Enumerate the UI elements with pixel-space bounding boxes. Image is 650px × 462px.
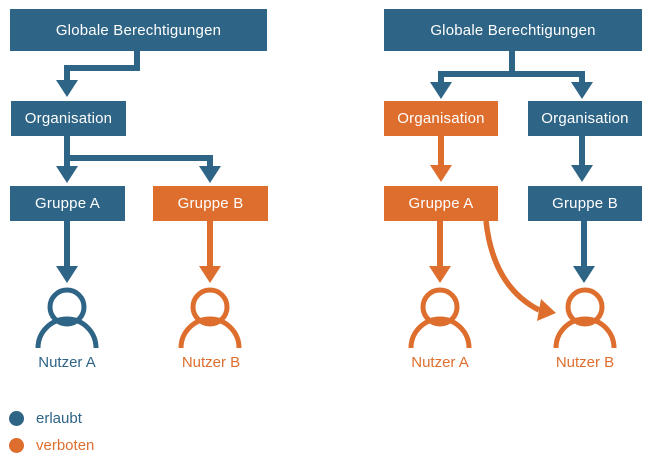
legend-allowed-label: erlaubt <box>36 410 82 427</box>
left-user-a-icon <box>35 287 99 349</box>
left-group-b-label: Gruppe B <box>177 195 244 212</box>
left-user-b-icon <box>178 287 242 349</box>
legend-item-allowed: erlaubt <box>9 410 82 427</box>
right-user-a-icon <box>408 287 472 349</box>
left-root-label: Globale Berechtigungen <box>55 21 222 39</box>
right-org-a-label: Organisation <box>397 110 485 127</box>
left-group-a-to-user-a-arrow <box>56 221 78 283</box>
right-org-a-to-group-a-arrow <box>430 136 452 182</box>
left-org-label: Organisation <box>24 110 113 127</box>
left-root-to-org-arrow <box>56 51 140 97</box>
left-group-a-box: Gruppe A <box>10 186 125 221</box>
left-root-box: Globale Berechtigungen <box>10 9 267 51</box>
right-group-a-box: Gruppe A <box>384 186 498 221</box>
right-root-label: Globale Berechtigungen <box>430 21 596 39</box>
left-user-a-label: Nutzer A <box>38 354 96 371</box>
right-org-b-box: Organisation <box>528 101 642 136</box>
left-user-b-label: Nutzer B <box>181 354 241 371</box>
right-org-b-to-group-b-arrow <box>571 136 593 182</box>
right-group-a-to-user-b-curved-arrow <box>483 220 556 321</box>
right-group-b-label: Gruppe B <box>552 195 618 212</box>
right-org-a-box: Organisation <box>384 101 498 136</box>
right-group-a-to-user-a-arrow <box>429 221 451 283</box>
left-org-to-groups-arrow <box>56 136 221 183</box>
allowed-dot-icon <box>9 411 24 426</box>
legend-forbidden-label: verboten <box>36 437 95 454</box>
right-group-b-to-user-b-arrow <box>573 221 595 283</box>
right-org-b-label: Organisation <box>541 110 629 127</box>
legend-item-forbidden: verboten <box>9 437 94 454</box>
right-root-box: Globale Berechtigungen <box>384 9 642 51</box>
right-user-b-icon <box>553 287 617 349</box>
right-root-to-orgs-arrow <box>430 51 593 99</box>
left-org-box: Organisation <box>11 101 126 136</box>
right-user-b-label: Nutzer B <box>555 354 615 371</box>
right-user-a-label: Nutzer A <box>411 354 469 371</box>
right-group-b-box: Gruppe B <box>528 186 642 221</box>
left-group-b-to-user-b-arrow <box>199 221 221 283</box>
forbidden-dot-icon <box>9 438 24 453</box>
left-group-a-label: Gruppe A <box>35 195 100 212</box>
left-group-b-box: Gruppe B <box>153 186 268 221</box>
right-group-a-label: Gruppe A <box>408 195 474 212</box>
